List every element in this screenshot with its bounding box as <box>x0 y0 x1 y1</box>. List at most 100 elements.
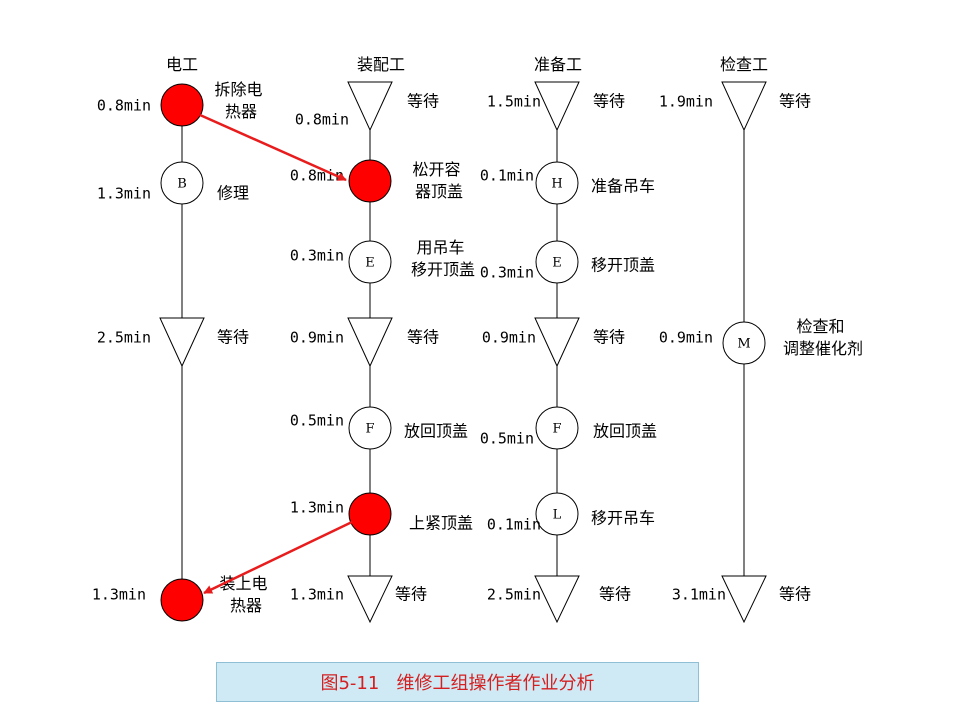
step-time: 0.9min <box>659 329 713 347</box>
step-label-line-1: 检查和 <box>796 317 844 336</box>
step-label: 放回顶盖 <box>404 422 468 441</box>
dependency-arrow-1 <box>199 113 347 182</box>
dependency-arrow-2 <box>203 520 353 595</box>
step-assembler-2: 0.8min 松开容 器顶盖 <box>290 159 465 203</box>
step-label-line-1: 拆除电 <box>214 80 262 99</box>
step-time: 0.3min <box>480 264 534 282</box>
step-label: 移开吊车 <box>591 509 655 528</box>
operation-symbol: F <box>552 422 561 437</box>
step-time: 0.8min <box>295 111 349 129</box>
step-label-line-1: 松开容 <box>412 160 460 179</box>
operation-symbol: H <box>551 177 562 192</box>
column-header-assembler: 装配工 <box>357 55 405 74</box>
column-header-preparer: 准备工 <box>534 55 582 74</box>
step-preparer-3: E 0.3min 移开顶盖 <box>480 240 655 284</box>
step-time: 0.9min <box>290 329 344 347</box>
column-header-electrician: 电工 <box>166 55 198 74</box>
operation-node <box>535 492 579 536</box>
operation-symbol: M <box>737 337 750 352</box>
step-label: 放回顶盖 <box>593 422 657 441</box>
step-time: 0.5min <box>290 412 344 430</box>
step-time: 2.5min <box>487 586 541 604</box>
operation-node <box>348 240 392 284</box>
operation-symbol: B <box>177 177 187 192</box>
step-label: 等待 <box>407 328 439 347</box>
step-time: 0.5min <box>480 430 534 448</box>
step-time: 1.3min <box>290 499 344 517</box>
step-time: 1.3min <box>92 586 146 604</box>
operation-highlight-node <box>348 492 392 536</box>
operation-symbol: L <box>553 508 562 523</box>
step-time: 0.8min <box>97 97 151 115</box>
operation-highlight-node <box>160 578 204 622</box>
step-preparer-4: 0.9min 等待 <box>482 317 625 368</box>
operation-node <box>535 161 579 205</box>
step-label-line-2: 调整催化剂 <box>783 339 863 358</box>
step-preparer-7: 2.5min 等待 <box>487 575 631 624</box>
step-label: 修理 <box>217 184 249 203</box>
step-label-line-2: 移开顶盖 <box>411 260 475 279</box>
wait-triangle <box>721 81 767 132</box>
step-time: 1.3min <box>97 185 151 203</box>
step-time: 1.3min <box>290 586 344 604</box>
step-label: 用吊车 移开顶盖 <box>411 238 475 279</box>
step-label: 装上电 热器 <box>219 574 272 615</box>
step-time: 0.1min <box>480 167 534 185</box>
step-time: 0.8min <box>290 167 344 185</box>
step-label: 等待 <box>599 585 631 604</box>
step-time: 1.5min <box>487 93 541 111</box>
step-preparer-2: H 0.1min 准备吊车 <box>480 161 655 205</box>
step-time: 0.3min <box>290 247 344 265</box>
wait-triangle <box>159 317 205 368</box>
step-assembler-6: 1.3min 上紧顶盖 <box>290 492 473 536</box>
step-time: 3.1min <box>672 586 726 604</box>
step-label: 等待 <box>395 585 427 604</box>
step-preparer-1: 1.5min 等待 <box>487 81 625 132</box>
step-label: 等待 <box>217 328 249 347</box>
step-assembler-3: E 0.3min 用吊车 移开顶盖 <box>290 238 475 284</box>
step-electrician-2: B 1.3min 修理 <box>97 161 249 205</box>
step-inspector-2: M 0.9min 检查和 调整催化剂 <box>659 317 863 365</box>
step-electrician-1: 0.8min 拆除电 热器 <box>97 80 267 127</box>
figure-caption: 图5-11 维修工组操作者作业分析 <box>216 662 699 702</box>
operation-node <box>722 321 766 365</box>
operation-node <box>535 406 579 450</box>
step-electrician-3: 2.5min 等待 <box>97 317 249 368</box>
step-label: 等待 <box>593 328 625 347</box>
operation-symbol: E <box>552 256 562 271</box>
step-time: 2.5min <box>97 329 151 347</box>
wait-triangle <box>347 317 393 368</box>
operation-node <box>348 406 392 450</box>
step-time: 0.9min <box>482 329 536 347</box>
operation-highlight-node <box>348 159 392 203</box>
operation-node <box>535 240 579 284</box>
step-assembler-4: 0.9min 等待 <box>290 317 439 368</box>
operation-node <box>160 161 204 205</box>
step-preparer-5: F 0.5min 放回顶盖 <box>480 406 657 450</box>
step-label-line-2: 热器 <box>230 596 262 615</box>
step-label-line-1: 用吊车 <box>416 238 464 257</box>
step-label: 等待 <box>779 585 811 604</box>
step-time: 1.9min <box>659 93 713 111</box>
step-time: 0.1min <box>487 516 541 534</box>
wait-triangle <box>347 81 393 132</box>
wait-triangle <box>721 575 767 624</box>
wait-triangle <box>534 81 580 132</box>
operation-symbol: E <box>365 256 375 271</box>
wait-triangle <box>347 575 393 624</box>
step-assembler-5: F 0.5min 放回顶盖 <box>290 406 468 450</box>
step-preparer-6: L 0.1min 移开吊车 <box>487 492 655 536</box>
step-label: 松开容 器顶盖 <box>412 160 465 201</box>
step-assembler-1: 0.8min 等待 <box>295 81 439 132</box>
step-assembler-7: 1.3min 等待 <box>290 575 427 624</box>
wait-triangle <box>534 317 580 368</box>
step-label: 上紧顶盖 <box>409 514 473 533</box>
column-header-inspector: 检查工 <box>720 55 768 74</box>
step-inspector-3: 3.1min 等待 <box>672 575 811 624</box>
step-label: 等待 <box>779 92 811 111</box>
wait-triangle <box>534 575 580 624</box>
step-label: 准备吊车 <box>591 177 655 196</box>
step-label-line-2: 热器 <box>225 102 257 121</box>
step-label: 拆除电 热器 <box>214 80 267 121</box>
